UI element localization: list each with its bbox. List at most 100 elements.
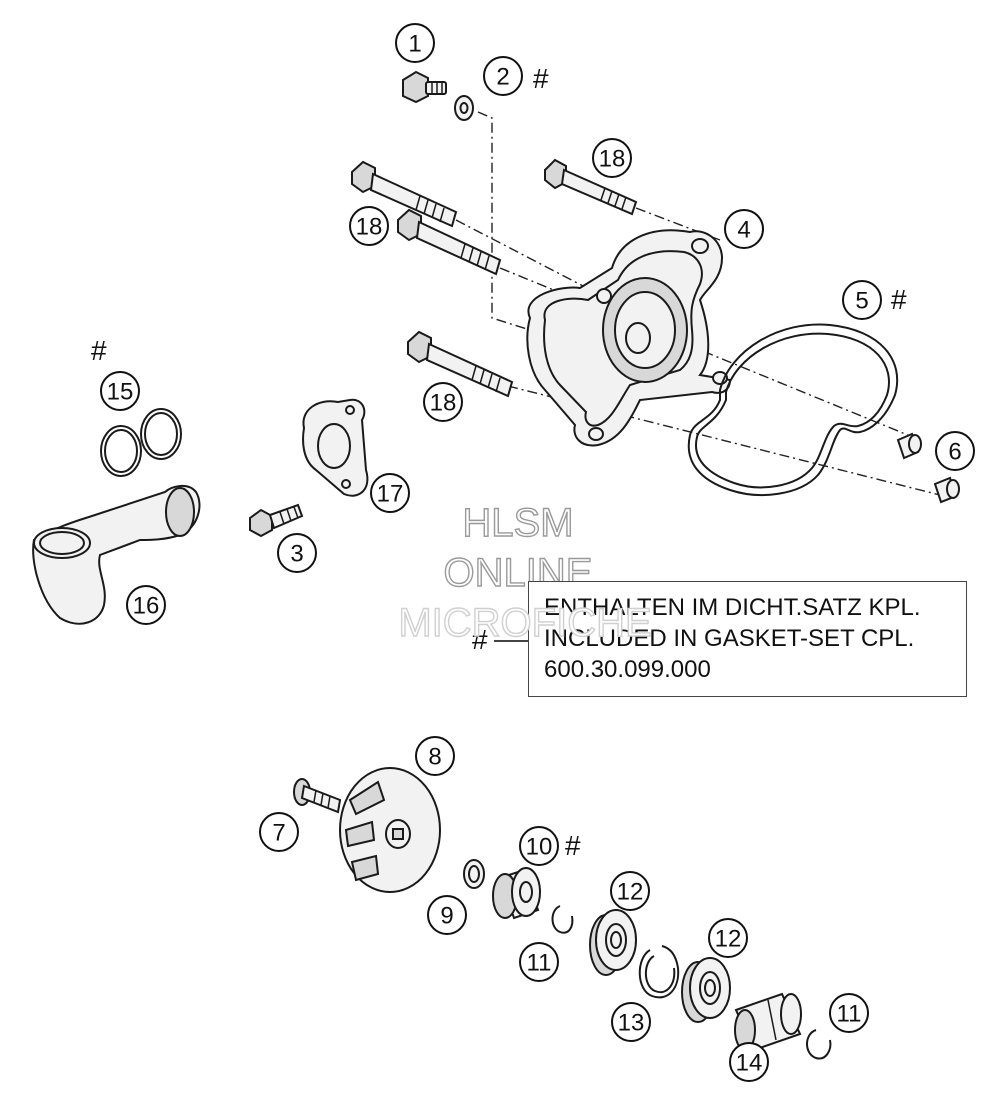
part-14-shaft xyxy=(734,992,802,1052)
part-12-bearing-upper xyxy=(589,909,637,976)
marker-part-15: # xyxy=(91,335,107,366)
callout-circle xyxy=(611,1002,651,1042)
callout-circle xyxy=(519,942,559,982)
callout-circle xyxy=(423,382,463,422)
callout-13: 13 xyxy=(611,1002,651,1042)
watermark: HLSM ONLINE xyxy=(443,500,593,595)
part-11-circlip-upper xyxy=(551,905,574,934)
watermark-line-1: HLSM xyxy=(462,501,573,545)
callout-circle xyxy=(415,736,455,776)
part-6-sleeves xyxy=(896,432,960,504)
callout-16: 16 xyxy=(126,585,166,625)
callout-circle xyxy=(259,812,299,852)
gasket-markers: # # # # xyxy=(91,63,907,861)
part-7-screw xyxy=(293,778,342,814)
callout-7: 7 xyxy=(259,812,299,852)
callout-18: 18 xyxy=(423,382,463,422)
note-line-english: INCLUDED IN GASKET-SET CPL. xyxy=(544,625,915,652)
callout-12: 12 xyxy=(708,918,748,958)
callout-5: 5 xyxy=(842,280,882,320)
callout-14: 14 xyxy=(729,1042,769,1082)
callout-number: 18 xyxy=(599,146,626,173)
marker-part-10: # xyxy=(565,830,581,861)
callout-18: 18 xyxy=(592,138,632,178)
callout-number: 11 xyxy=(837,1001,862,1028)
callout-9: 9 xyxy=(427,895,467,935)
callout-number: 12 xyxy=(715,926,742,953)
callout-4: 4 xyxy=(724,209,764,249)
gasket-set-note: ENTHALTEN IM DICHT.SATZ KPL. INCLUDED IN… xyxy=(528,581,967,697)
part-18-bolt-top xyxy=(544,158,638,216)
callout-circle xyxy=(519,826,559,866)
callout-17: 17 xyxy=(370,473,410,513)
part-16-elbow-pipe xyxy=(32,485,201,625)
part-4-pump-cover xyxy=(526,229,732,447)
part-5-gasket-ring xyxy=(687,323,899,496)
callout-circle xyxy=(729,1042,769,1082)
callout-circle xyxy=(483,56,523,96)
watermark-line-2: ONLINE xyxy=(444,551,593,595)
callout-circle xyxy=(277,533,317,573)
callout-circle xyxy=(349,206,389,246)
part-17-flange-gasket xyxy=(302,398,369,497)
part-15-o-rings xyxy=(100,408,182,477)
callout-10: 10 xyxy=(519,826,559,866)
callout-circle xyxy=(829,993,869,1033)
callout-circle xyxy=(842,280,882,320)
callout-number: 6 xyxy=(948,439,961,466)
callout-number: 2 xyxy=(496,64,509,91)
callout-number: 9 xyxy=(440,903,453,930)
part-2-washer xyxy=(454,95,474,121)
callout-circle xyxy=(592,138,632,178)
callout-number: 17 xyxy=(377,481,404,508)
callout-number: 8 xyxy=(428,744,441,771)
part-18-bolt-lower xyxy=(407,330,514,398)
callout-circle xyxy=(100,371,140,411)
part-18-bolt-upper xyxy=(351,160,458,228)
callout-11: 11 xyxy=(519,942,559,982)
callout-number: 5 xyxy=(855,288,868,315)
callout-11: 11 xyxy=(829,993,869,1033)
callout-2: 2 xyxy=(483,56,523,96)
callout-12: 12 xyxy=(610,871,650,911)
callout-number: 13 xyxy=(618,1010,645,1037)
note-line-german: ENTHALTEN IM DICHT.SATZ KPL. xyxy=(544,594,921,621)
callout-number: 4 xyxy=(737,217,750,244)
callout-number: 10 xyxy=(526,834,553,861)
callout-number: 14 xyxy=(736,1050,763,1077)
part-12-bearing-lower xyxy=(681,957,731,1023)
part-9-seal xyxy=(463,859,485,889)
part-11-circlip-lower xyxy=(806,1029,832,1060)
part-10-shaft-seal xyxy=(492,867,541,920)
marker-part-5: # xyxy=(891,284,907,315)
part-18-bolt-middle xyxy=(397,208,502,276)
note-leader xyxy=(494,640,528,642)
callout-number: 11 xyxy=(527,950,552,977)
callout-number: 18 xyxy=(430,390,457,417)
callout-circle xyxy=(370,473,410,513)
callout-number: 16 xyxy=(133,593,160,620)
callout-number: 15 xyxy=(107,379,134,406)
part-8-impeller xyxy=(339,767,441,893)
part-1-bolt xyxy=(402,70,447,104)
callout-circle xyxy=(427,895,467,935)
callout-6: 6 xyxy=(935,431,975,471)
callout-number: 7 xyxy=(272,820,285,847)
callout-circle xyxy=(724,209,764,249)
callout-circle xyxy=(395,23,435,63)
callout-15: 15 xyxy=(100,371,140,411)
callout-number: 18 xyxy=(356,214,383,241)
marker-part-2: # xyxy=(533,63,549,94)
callout-circle xyxy=(708,918,748,958)
part-3-bolt xyxy=(249,503,304,538)
callout-18: 18 xyxy=(349,206,389,246)
callout-8: 8 xyxy=(415,736,455,776)
callout-circle xyxy=(610,871,650,911)
callout-3: 3 xyxy=(277,533,317,573)
callout-number: 1 xyxy=(408,31,421,58)
callout-circle xyxy=(126,585,166,625)
callout-number: 3 xyxy=(290,541,303,568)
note-marker: # xyxy=(472,624,488,655)
